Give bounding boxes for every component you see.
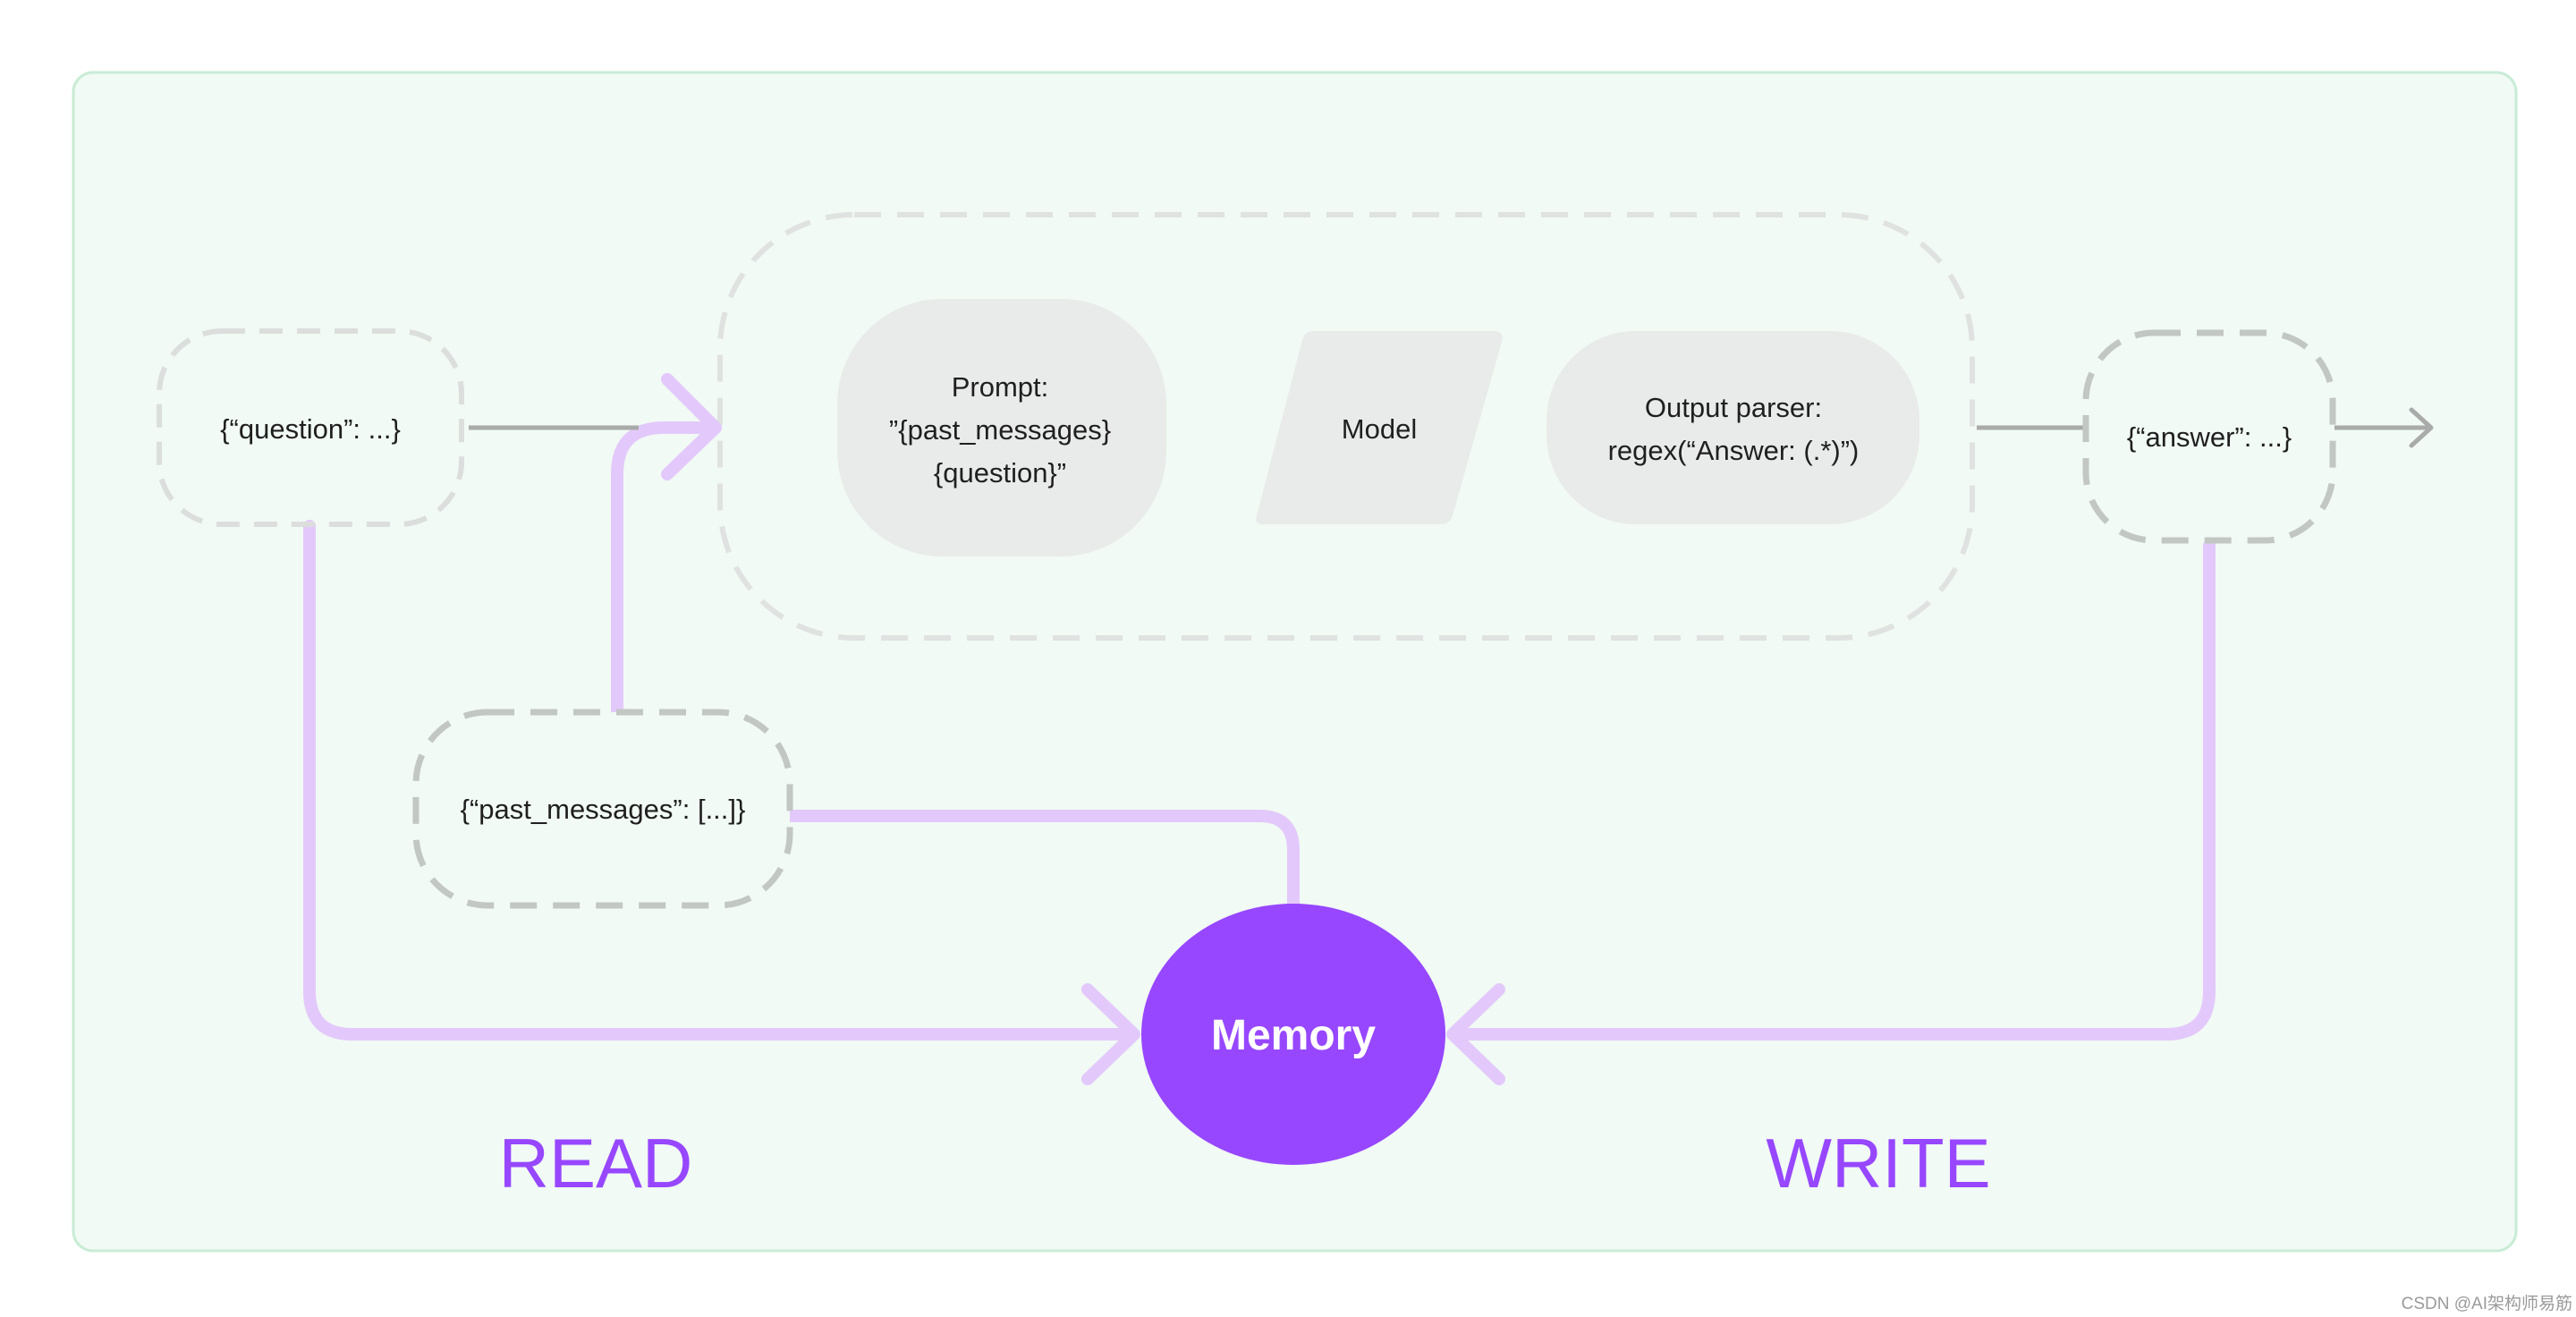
prompt-label-line2: ”{past_messages} [889, 414, 1111, 446]
read-label: READ [499, 1124, 693, 1202]
memory-to-past-messages-line [784, 810, 1300, 910]
memory-node-label: Memory [1211, 1012, 1376, 1059]
answer-node [2082, 329, 2336, 544]
read-connector-line [303, 520, 1133, 1041]
output-parser-node [1546, 331, 1919, 524]
past-messages-arrowhead [661, 373, 722, 480]
output-parser-label-line1: Output parser: [1645, 392, 1822, 423]
read-arrowhead [1081, 983, 1140, 1085]
diagram-panel [72, 71, 2518, 1253]
model-node-label: Model [1342, 413, 1417, 445]
answer-output-arrowhead [2409, 407, 2434, 448]
question-node-label: {“question”: ...} [220, 413, 401, 445]
prompt-label-line1: Prompt: [952, 371, 1049, 403]
answer-node-label: {“answer”: ...} [2127, 421, 2292, 453]
output-parser-label-line2: regex(“Answer: (.*)”) [1608, 435, 1860, 466]
prompt-label-line3: {question}” [934, 457, 1066, 489]
write-label: WRITE [1766, 1124, 1990, 1202]
prompt-node [837, 299, 1166, 557]
past-messages-node-label: {“past_messages”: [...]} [461, 794, 746, 825]
memory-node [1141, 904, 1445, 1165]
past-messages-node [412, 709, 793, 909]
question-node [157, 328, 464, 527]
watermark-text: CSDN @AI架构师易筋 [2402, 1294, 2572, 1313]
chain-container [717, 212, 1975, 641]
model-node [1256, 331, 1503, 524]
past-messages-to-chain-line [611, 421, 722, 718]
write-arrowhead [1446, 983, 1505, 1085]
write-connector-line [1452, 540, 2216, 1041]
